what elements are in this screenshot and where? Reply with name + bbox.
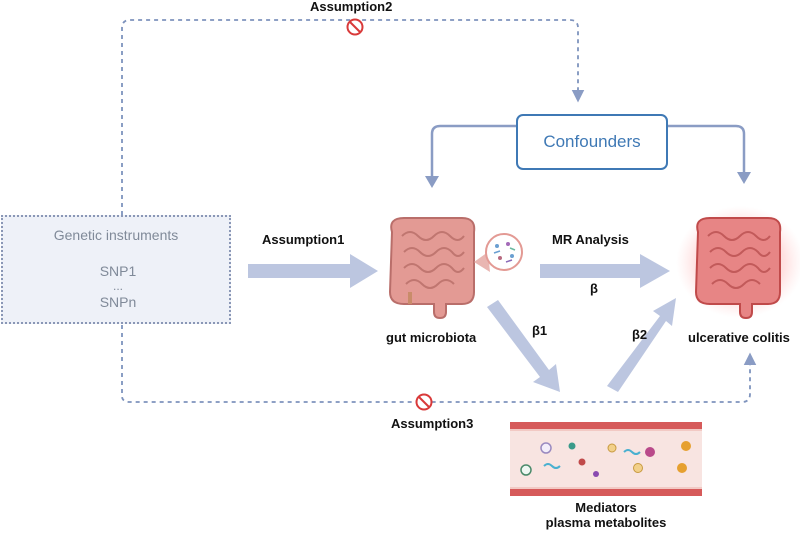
no-sign-icon-assumption2: [346, 18, 364, 36]
no-sign-icon-assumption3: [415, 393, 433, 411]
assumption3-label: Assumption3: [391, 416, 474, 431]
inflamed-intestine-icon: [676, 206, 800, 320]
assumption3-path: [121, 325, 757, 403]
snp1-label: SNP1: [99, 263, 137, 279]
assumption2-path: [121, 19, 585, 215]
genetic-instruments-box: Genetic instruments SNP1 ... SNPn: [1, 215, 231, 324]
assumption2-label: Assumption2: [310, 0, 393, 14]
microbiota-zoom-icon: [474, 233, 523, 272]
beta2-arrow: [607, 298, 676, 392]
mr-analysis-arrow: [540, 254, 670, 288]
gut-microbiota-label: gut microbiota: [386, 330, 477, 345]
mr-analysis-label: MR Analysis: [552, 232, 629, 247]
snpn-label: SNPn: [99, 294, 137, 310]
beta-label: β: [590, 281, 598, 296]
assumption1-arrow: [248, 254, 378, 288]
beta1-label: β1: [532, 323, 548, 338]
beta2-label: β2: [632, 327, 648, 342]
mediators-label: Mediators: [575, 500, 637, 515]
ulcerative-colitis-label: ulcerative colitis: [688, 330, 790, 345]
confounders-box: Confounders: [516, 114, 668, 170]
snp-ellipsis: ...: [112, 279, 123, 293]
plasma-metabolites-label: plasma metabolites: [545, 515, 667, 530]
intestine-icon: [388, 217, 476, 320]
blood-vessel-icon: [510, 422, 702, 496]
beta1-arrow: [487, 300, 560, 392]
genetic-instruments-title: Genetic instruments: [53, 227, 179, 243]
confounder-left-arrow: [430, 124, 516, 178]
confounder-right-arrow: [668, 124, 746, 174]
assumption1-label: Assumption1: [262, 232, 345, 247]
